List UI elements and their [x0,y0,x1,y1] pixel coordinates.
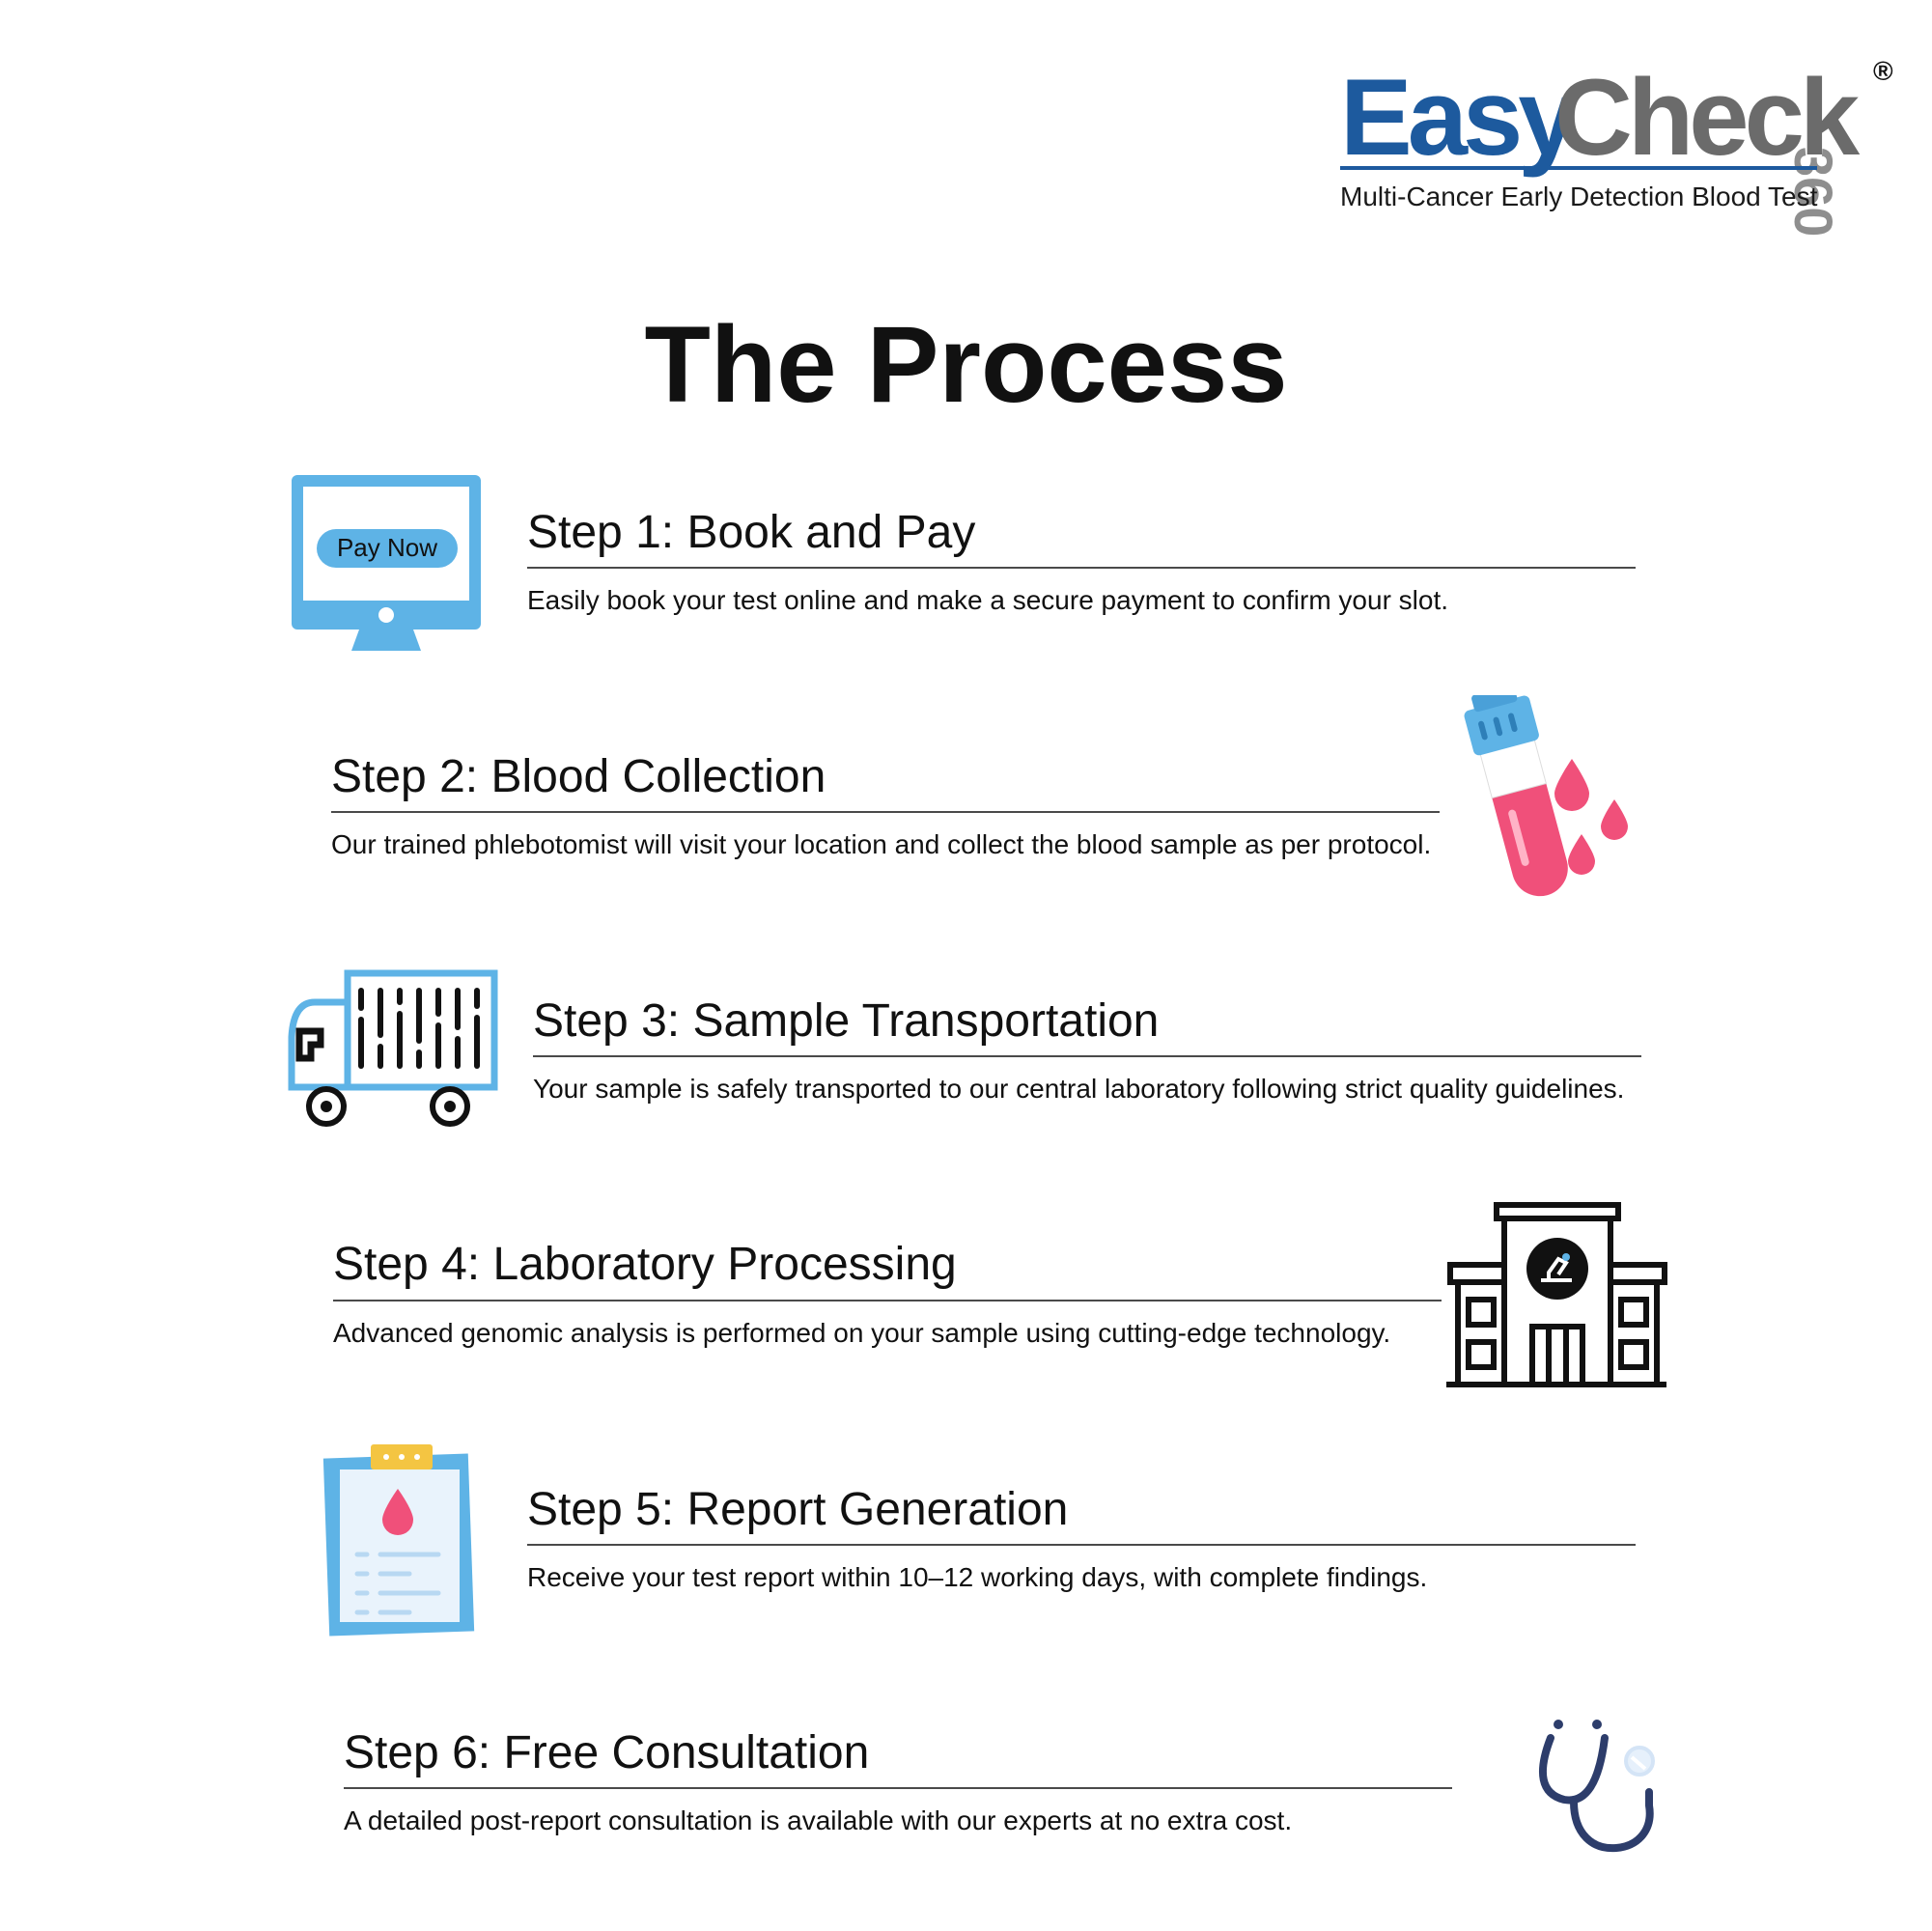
step-6-divider [344,1787,1452,1789]
step-4-title: Step 4: Laboratory Processing [333,1239,957,1290]
clipboard-report-icon [319,1444,483,1637]
registered-mark: ® [1873,56,1893,86]
step-2-description: Our trained phlebotomist will visit your… [331,829,1432,859]
step-5-title: Step 5: Report Generation [527,1484,1069,1535]
step-1-divider [527,567,1636,569]
step-5-description: Receive your test report within 10–12 wo… [527,1562,1428,1592]
stethoscope-icon [1526,1715,1670,1860]
step-4-description: Advanced genomic analysis is performed o… [333,1318,1391,1348]
step-4-divider [333,1300,1442,1301]
step-5-divider [527,1544,1636,1546]
step-6-description: A detailed post-report consultation is a… [344,1805,1293,1835]
step-1-description: Easily book your test online and make a … [527,585,1449,615]
brand-logo: Easy Check 360 ® Multi-Cancer Early Dete… [1340,56,1900,237]
step-2-title: Step 2: Blood Collection [331,751,826,802]
pay-now-label: Pay Now [337,533,437,562]
logo-tagline: Multi-Cancer Early Detection Blood Test [1340,182,1818,211]
logo-underline [1340,166,1817,170]
step-2-divider [331,811,1440,813]
step-3-description: Your sample is safely transported to our… [533,1074,1625,1104]
truck-icon [286,969,500,1133]
monitor-pay-icon: Pay Now [290,473,483,652]
logo-text-easy: Easy [1340,57,1579,178]
step-1-title: Step 1: Book and Pay [527,507,976,558]
page-title: The Process [644,304,1288,425]
step-3-title: Step 3: Sample Transportation [533,995,1160,1047]
test-tube-icon [1448,695,1641,927]
step-3-divider [533,1055,1641,1057]
step-6-title: Step 6: Free Consultation [344,1727,870,1778]
logo-text-check: Check [1554,57,1860,178]
laboratory-building-icon [1444,1201,1668,1388]
